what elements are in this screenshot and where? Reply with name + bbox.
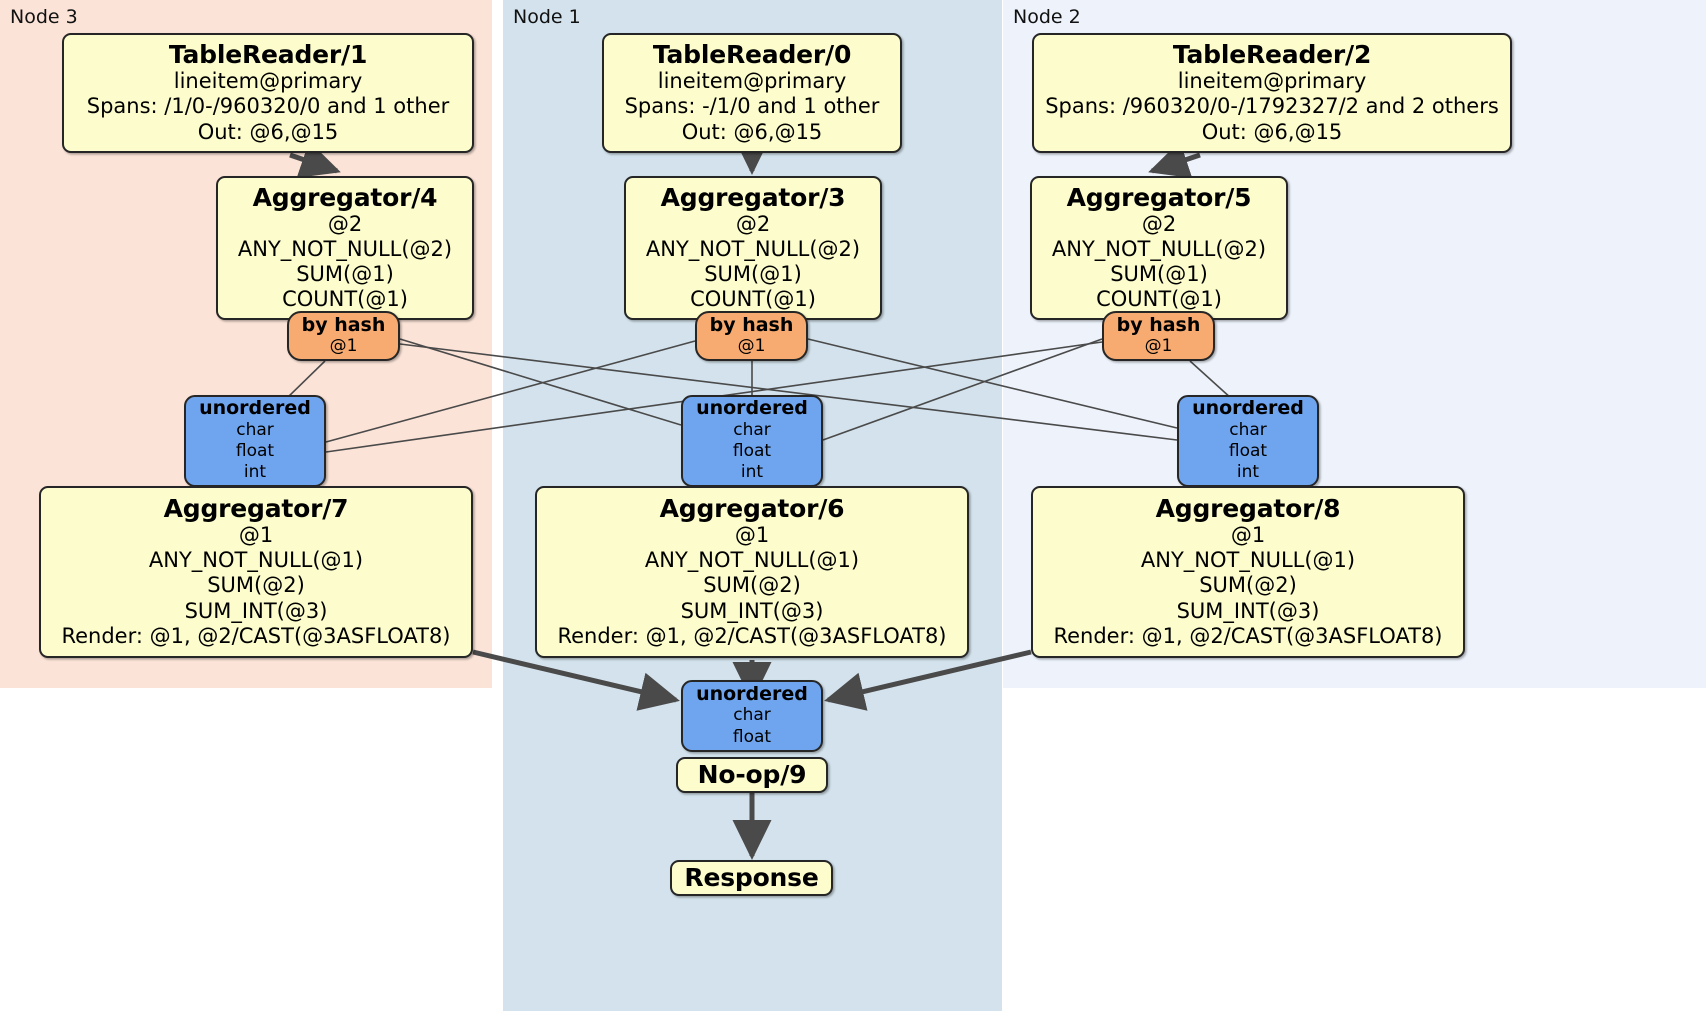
processor-tablereader-0[interactable]: TableReader/0 lineitem@primary Spans: -/… bbox=[602, 33, 902, 153]
processor-title: Aggregator/5 bbox=[1066, 182, 1252, 212]
processor-detail-line: COUNT(@1) bbox=[690, 287, 816, 312]
processor-title: TableReader/1 bbox=[168, 40, 368, 70]
processor-detail-line: ANY_NOT_NULL(@2) bbox=[1051, 236, 1267, 261]
processor-detail-line: ANY_NOT_NULL(@1) bbox=[1140, 548, 1356, 573]
processor-noop-9[interactable]: No-op/9 bbox=[676, 757, 828, 793]
processor-detail-line: @2 bbox=[735, 211, 771, 236]
processor-aggregator-5[interactable]: Aggregator/5 @2 ANY_NOT_NULL(@2) SUM(@1)… bbox=[1030, 176, 1288, 320]
processor-detail-line: lineitem@primary bbox=[1177, 69, 1367, 94]
router-unordered-final[interactable]: unordered char float bbox=[681, 680, 823, 752]
router-type-line: int bbox=[740, 462, 764, 483]
processor-detail-line: SUM(@2) bbox=[703, 573, 801, 598]
processor-aggregator-6[interactable]: Aggregator/6 @1 ANY_NOT_NULL(@1) SUM(@2)… bbox=[535, 486, 969, 658]
processor-render-line: Render: @1, @2/CAST(@3ASFLOAT8) bbox=[1053, 623, 1443, 648]
processor-detail-line: SUM_INT(@3) bbox=[1176, 598, 1320, 623]
router-type-line: int bbox=[1236, 462, 1260, 483]
router-title: by hash bbox=[1116, 313, 1201, 336]
router-detail-line: @1 bbox=[1144, 336, 1173, 356]
router-type-line: float bbox=[732, 441, 772, 461]
processor-tablereader-1[interactable]: TableReader/1 lineitem@primary Spans: /1… bbox=[62, 33, 474, 153]
processor-title: Aggregator/7 bbox=[163, 494, 349, 524]
router-by-hash-3[interactable]: by hash @1 bbox=[695, 311, 808, 361]
router-title: unordered bbox=[199, 397, 311, 420]
processor-detail-line: Out: @6,@15 bbox=[681, 119, 823, 144]
processor-response[interactable]: Response bbox=[670, 860, 833, 896]
processor-detail-line: SUM(@1) bbox=[296, 262, 394, 286]
processor-detail-line: SUM_INT(@3) bbox=[680, 598, 824, 623]
processor-title: Aggregator/3 bbox=[660, 182, 846, 212]
router-title: by hash bbox=[709, 313, 794, 336]
router-title: unordered bbox=[696, 683, 808, 706]
processor-detail-line: ANY_NOT_NULL(@1) bbox=[148, 548, 364, 573]
processor-title: Response bbox=[684, 863, 819, 892]
processor-detail-line: @1 bbox=[1230, 523, 1266, 548]
processor-detail-line: Spans: /960320/0-/1792327/2 and 2 others bbox=[1045, 94, 1499, 119]
processor-detail-line: COUNT(@1) bbox=[1096, 287, 1222, 312]
router-by-hash-5[interactable]: by hash @1 bbox=[1102, 311, 1215, 361]
node-panel-label-node3: Node 3 bbox=[10, 6, 78, 28]
processor-detail-line: ANY_NOT_NULL(@2) bbox=[237, 236, 453, 261]
processor-render-line: Render: @1, @2/CAST(@3ASFLOAT8) bbox=[557, 623, 947, 648]
processor-title: Aggregator/4 bbox=[252, 182, 438, 212]
node-panel-label-node2: Node 2 bbox=[1013, 6, 1081, 28]
processor-detail-line: @2 bbox=[327, 211, 363, 236]
router-type-line: float bbox=[732, 726, 772, 747]
router-unordered-8[interactable]: unordered char float int bbox=[1177, 395, 1319, 487]
router-type-line: char bbox=[1229, 419, 1267, 440]
processor-detail-line: ANY_NOT_NULL(@1) bbox=[644, 548, 860, 573]
router-by-hash-4[interactable]: by hash @1 bbox=[287, 311, 400, 361]
processor-title: Aggregator/6 bbox=[659, 494, 845, 524]
processor-detail-line: Spans: /1/0-/960320/0 and 1 other bbox=[86, 94, 450, 119]
router-type-line: char bbox=[236, 419, 274, 440]
processor-detail-line: ANY_NOT_NULL(@2) bbox=[645, 236, 861, 261]
processor-detail-line: lineitem@primary bbox=[657, 69, 847, 94]
processor-aggregator-3[interactable]: Aggregator/3 @2 ANY_NOT_NULL(@2) SUM(@1)… bbox=[624, 176, 882, 320]
processor-detail-line: SUM(@1) bbox=[1110, 262, 1208, 286]
router-detail-line: @1 bbox=[329, 336, 358, 356]
processor-tablereader-2[interactable]: TableReader/2 lineitem@primary Spans: /9… bbox=[1032, 33, 1512, 153]
processor-aggregator-7[interactable]: Aggregator/7 @1 ANY_NOT_NULL(@1) SUM(@2)… bbox=[39, 486, 473, 658]
processor-aggregator-4[interactable]: Aggregator/4 @2 ANY_NOT_NULL(@2) SUM(@1)… bbox=[216, 176, 474, 320]
processor-title: TableReader/0 bbox=[652, 40, 852, 70]
node-panel-label-node1: Node 1 bbox=[513, 6, 581, 28]
processor-detail-line: lineitem@primary bbox=[173, 69, 363, 94]
router-type-line: float bbox=[1228, 441, 1268, 461]
processor-detail-line: SUM(@2) bbox=[1199, 573, 1297, 598]
processor-aggregator-8[interactable]: Aggregator/8 @1 ANY_NOT_NULL(@1) SUM(@2)… bbox=[1031, 486, 1465, 658]
processor-title: TableReader/2 bbox=[1172, 40, 1372, 70]
router-type-line: float bbox=[235, 441, 275, 461]
processor-detail-line: SUM_INT(@3) bbox=[184, 598, 328, 623]
processor-detail-line: @1 bbox=[238, 523, 274, 548]
processor-detail-line: COUNT(@1) bbox=[282, 287, 408, 312]
processor-detail-line: Out: @6,@15 bbox=[1201, 119, 1343, 144]
processor-title: No-op/9 bbox=[697, 760, 807, 789]
processor-render-line: Render: @1, @2/CAST(@3ASFLOAT8) bbox=[61, 623, 451, 648]
router-title: unordered bbox=[696, 397, 808, 420]
processor-detail-line: @2 bbox=[1141, 211, 1177, 236]
processor-title: Aggregator/8 bbox=[1155, 494, 1341, 524]
router-type-line: char bbox=[733, 705, 771, 726]
router-detail-line: @1 bbox=[737, 336, 766, 356]
router-type-line: int bbox=[243, 462, 267, 483]
router-unordered-7[interactable]: unordered char float int bbox=[184, 395, 326, 487]
processor-detail-line: SUM(@1) bbox=[704, 262, 802, 286]
router-unordered-6[interactable]: unordered char float int bbox=[681, 395, 823, 487]
router-type-line: char bbox=[733, 419, 771, 440]
router-title: by hash bbox=[301, 313, 386, 336]
processor-detail-line: @1 bbox=[734, 523, 770, 548]
router-title: unordered bbox=[1192, 397, 1304, 420]
processor-detail-line: Out: @6,@15 bbox=[197, 119, 339, 144]
processor-detail-line: Spans: -/1/0 and 1 other bbox=[624, 94, 880, 119]
processor-detail-line: SUM(@2) bbox=[207, 573, 305, 598]
